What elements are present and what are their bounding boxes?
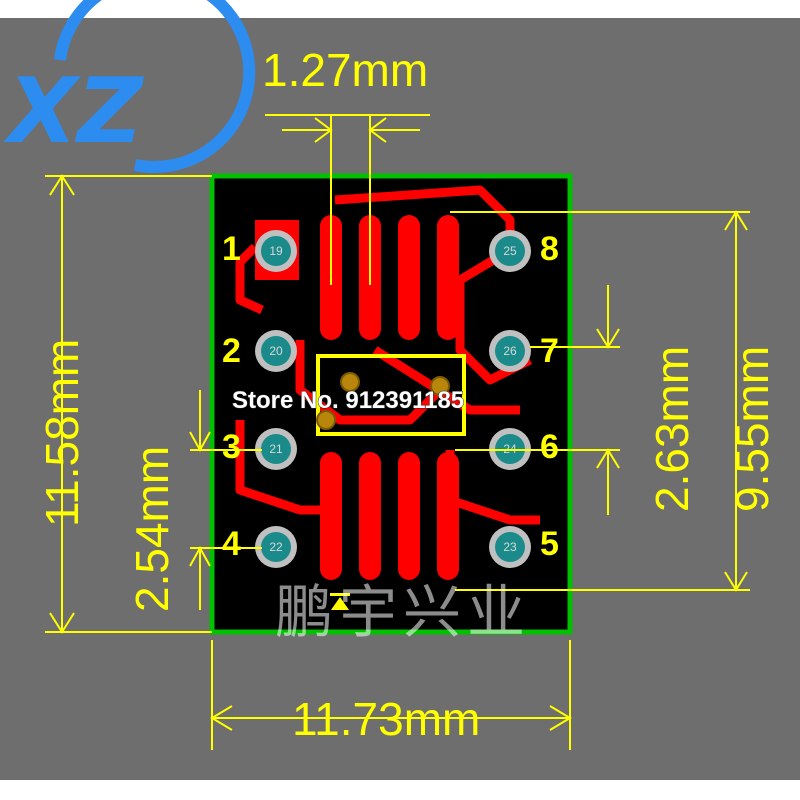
dim-height-right-arrow-top	[724, 210, 748, 231]
pin1-bar-marker	[330, 593, 350, 596]
pin-number-6: 6	[540, 428, 559, 466]
pin-number-5: 5	[540, 525, 559, 563]
pin-number-7: 7	[540, 332, 559, 370]
pin-number-1: 1	[222, 230, 241, 268]
dim-label-pitch: 1.27mm	[262, 44, 428, 96]
sop-pads-bottom	[320, 452, 459, 580]
pin-number-4: 4	[222, 525, 241, 563]
dim-spacing-left-arrow-bottom	[189, 545, 211, 567]
sop-pad	[398, 452, 420, 580]
logo: XZ	[3, 0, 256, 173]
dim-label-spacing-left: 2.54mm	[126, 446, 178, 612]
sop-pad	[437, 452, 459, 580]
dim-pitch-arrow-left	[314, 117, 333, 143]
trace-4	[235, 420, 330, 515]
sop-pad	[359, 452, 381, 580]
center-outline	[316, 354, 466, 436]
dim-label-spacing-right: 2.63mm	[646, 346, 698, 512]
pad-label-21: 21	[269, 442, 283, 456]
via	[340, 372, 360, 392]
dim-pitch-arrow-right	[368, 117, 387, 143]
dim-label-height-left: 11.58mm	[36, 339, 88, 527]
dim-spacing-right-arrow-top	[596, 328, 620, 349]
pin-number-2: 2	[222, 332, 241, 370]
dim-height-right-arrow-bottom	[724, 571, 748, 592]
trace-1	[235, 243, 264, 315]
dim-spacing-left-arrow-top	[189, 431, 211, 453]
dimension-lines	[45, 114, 750, 750]
trace-6	[372, 346, 520, 415]
pad-19	[261, 236, 291, 266]
sop-pads-top	[320, 215, 459, 340]
trace-2	[334, 185, 533, 385]
pad-label-25: 25	[503, 244, 517, 258]
pad-label-23: 23	[503, 540, 517, 554]
pin1-triangle-marker	[331, 597, 349, 610]
sop-pad	[437, 215, 459, 340]
pin-number-8: 8	[540, 230, 559, 268]
via	[316, 410, 336, 430]
pin-number-3: 3	[222, 428, 241, 466]
dim-width-arrow-left	[210, 705, 233, 731]
pad-23	[495, 532, 525, 562]
store-number-text: Store No. 912391185	[232, 387, 464, 414]
copper-traces	[235, 185, 540, 525]
pad-label-19: 19	[269, 244, 283, 258]
sop-pad	[320, 452, 342, 580]
dim-height-left-arrow-top	[49, 174, 75, 196]
sop-pad	[398, 215, 420, 340]
pad-22	[261, 532, 291, 562]
pad-label-26: 26	[503, 344, 517, 358]
dim-height-left-arrow-bottom	[49, 612, 75, 634]
dim-width-arrow-right	[549, 705, 572, 731]
watermark-text: 鹏宇兴业	[275, 578, 531, 646]
pad-label-22: 22	[269, 540, 283, 554]
trace-3	[295, 340, 444, 425]
pad-26	[495, 336, 525, 366]
dim-label-width: 11.73mm	[292, 693, 480, 745]
pad-25	[495, 236, 525, 266]
logo-arc	[54, 0, 256, 173]
through-hole-pads: 19 20 21 22 25 26 24 23	[255, 230, 531, 568]
pad-20	[261, 336, 291, 366]
pad-21	[261, 434, 291, 464]
pad-label-20: 20	[269, 344, 283, 358]
dim-label-height-right: 9.55mm	[726, 346, 778, 512]
dim-spacing-right-arrow-bottom	[596, 448, 620, 469]
logo-text: XZ	[3, 59, 144, 164]
via	[430, 376, 450, 396]
